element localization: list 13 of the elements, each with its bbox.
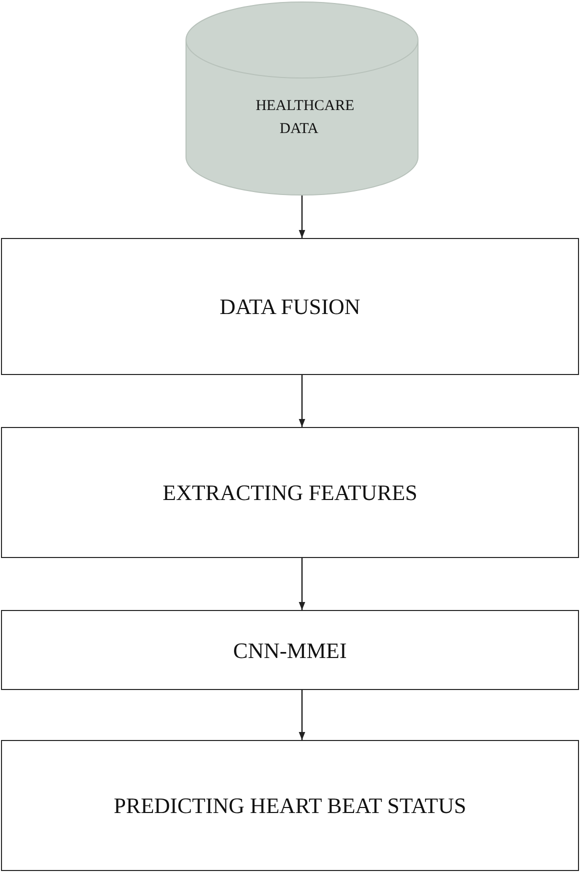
arrow — [298, 558, 306, 610]
node-label: HEALTHCARE DATA — [254, 98, 354, 136]
node-label: CNN-MMEI — [232, 636, 348, 664]
node-label: EXTRACTING FEATURES — [162, 479, 418, 507]
process-box — [1, 610, 579, 690]
arrow — [298, 690, 306, 740]
process-box — [1, 427, 579, 558]
arrow — [298, 195, 306, 238]
process-box — [1, 740, 579, 871]
node-label: DATA FUSION — [218, 293, 362, 321]
arrow — [298, 375, 306, 427]
node-label: PREDICTING HEART BEAT STATUS — [112, 792, 468, 820]
process-box — [1, 238, 579, 375]
